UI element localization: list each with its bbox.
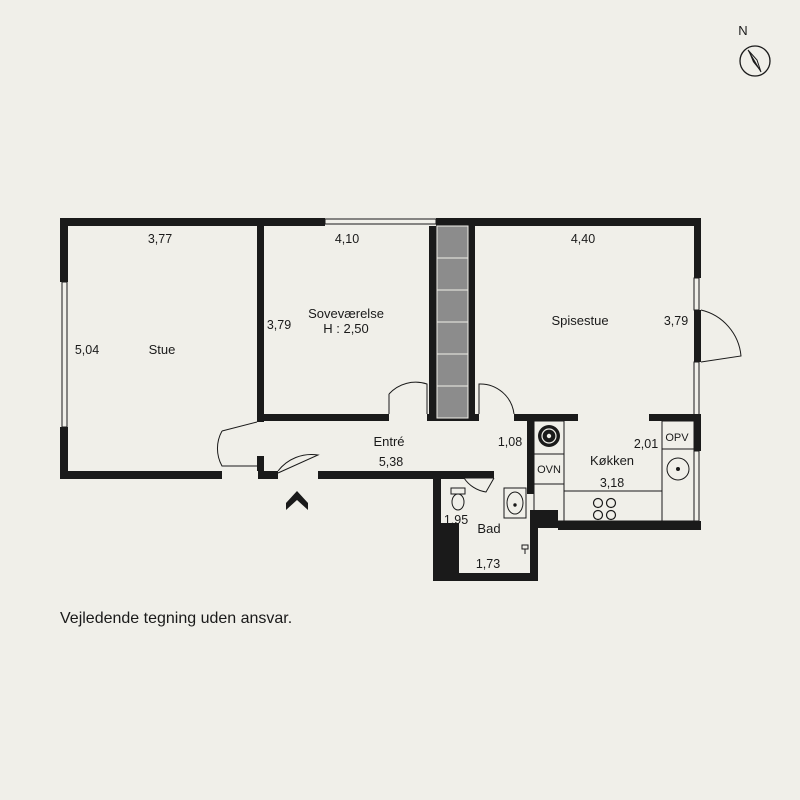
oven-label: OVN <box>537 464 561 476</box>
hob-icon <box>592 497 617 521</box>
sovevaerelse-label: Soveværelse <box>308 306 384 321</box>
entre-depth: 1,08 <box>498 435 522 449</box>
disclaimer-text: Vejledende tegning uden ansvar. <box>60 610 293 627</box>
sovevaerelse-width: 4,10 <box>335 232 359 246</box>
shower-head-icon <box>521 544 529 554</box>
bad-label: Bad <box>477 521 500 536</box>
stue-label: Stue <box>149 342 176 357</box>
window-spisestue-2 <box>693 361 700 419</box>
dishwasher-label: OPV <box>665 432 689 444</box>
stue-width: 3,77 <box>148 232 172 246</box>
stue-depth: 5,04 <box>75 343 99 357</box>
doors <box>216 309 742 493</box>
toilet-icon <box>450 487 466 511</box>
room-labels: 3,77 5,04 Stue 4,10 3,79 Soveværelse H :… <box>75 232 689 571</box>
window-spisestue <box>693 277 700 311</box>
door-stair <box>478 383 515 415</box>
entre-width: 5,38 <box>379 455 403 469</box>
kokken-width: 3,18 <box>600 476 624 490</box>
door-stue <box>216 421 258 467</box>
door-sovevaerelse <box>388 381 428 414</box>
walls <box>60 218 701 581</box>
compass: N <box>738 23 771 77</box>
sovevaerelse-depth: 3,79 <box>267 318 291 332</box>
compass-ring <box>739 45 771 77</box>
kitchen-counters <box>533 420 695 522</box>
window-sovevaerelse <box>324 218 437 225</box>
bad-depth: 1,95 <box>444 513 468 527</box>
extractor-fan-icon <box>538 425 560 447</box>
door-bad <box>463 477 495 493</box>
window-kokken <box>693 450 700 522</box>
kokken-depth: 2,01 <box>634 437 658 451</box>
entrance-arrow-icon <box>286 491 308 510</box>
kokken-label: Køkken <box>590 453 634 468</box>
washbasin-icon <box>503 487 527 519</box>
sovevaerelse-height: H : 2,50 <box>323 321 369 336</box>
entre-label: Entré <box>373 434 404 449</box>
door-entrance <box>277 454 320 474</box>
spisestue-label: Spisestue <box>551 313 608 328</box>
spisestue-width: 4,40 <box>571 232 595 246</box>
spisestue-depth: 3,79 <box>664 314 688 328</box>
staircase <box>436 225 469 419</box>
window-stue <box>61 281 68 428</box>
kitchen-sink-icon <box>666 457 690 481</box>
compass-north-label: N <box>738 23 747 38</box>
door-spisestue-exterior <box>700 309 742 363</box>
bad-width: 1,73 <box>476 557 500 571</box>
